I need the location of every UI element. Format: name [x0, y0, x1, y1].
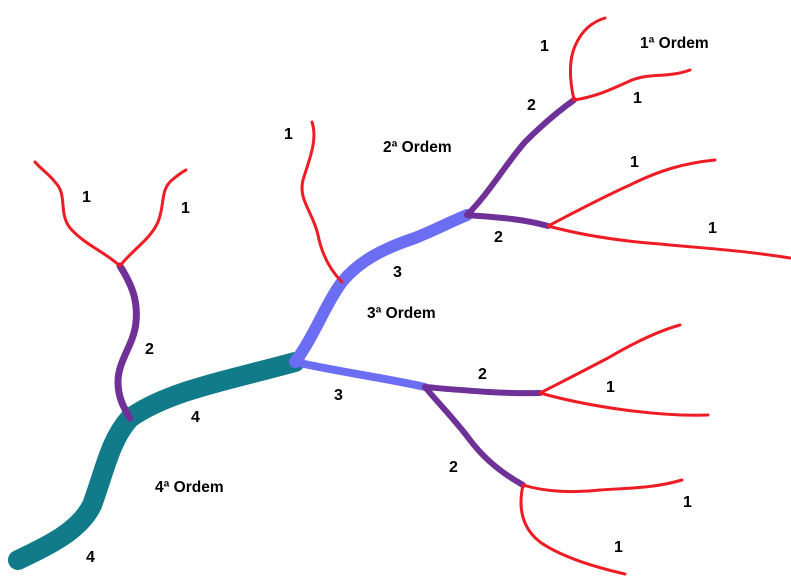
stream-number-label: 4 [86, 549, 95, 566]
order-1-stream [118, 168, 188, 268]
order-3-caption: 3ª Ordem [367, 305, 436, 322]
stream-number-label: 1 [708, 220, 717, 237]
order-1-stream [519, 483, 627, 576]
order-1-stream [521, 478, 684, 494]
stream-number-label: 2 [494, 229, 503, 246]
order-2-streams [114, 97, 577, 488]
order-1-stream [546, 224, 791, 260]
stream-number-labels: 1 1 1 1 1 1 1 1 1 1 2 2 2 2 2 3 3 4 4 [82, 38, 717, 566]
stream-number-label: 2 [449, 459, 458, 476]
order-4-caption: 4ª Ordem [155, 479, 224, 496]
order-2-left-channel [114, 262, 140, 422]
stream-number-label: 4 [191, 409, 200, 426]
order-1-stream [572, 68, 692, 102]
stream-number-label: 3 [334, 387, 343, 404]
stream-number-label: 1 [614, 539, 623, 556]
order-2-bottom-channel [422, 384, 526, 488]
stream-number-label: 1 [630, 154, 639, 171]
order-1-stream [538, 391, 710, 417]
order-caption-labels: 1ª Ordem 2ª Ordem 3ª Ordem 4ª Ordem [155, 35, 709, 496]
order-1-caption: 1ª Ordem [640, 35, 709, 52]
order-1-streams [33, 16, 791, 576]
stream-number-label: 2 [527, 97, 536, 114]
order-2-upper-right-channel [464, 97, 577, 218]
stream-number-label: 1 [606, 379, 615, 396]
order-3-upper-channel [289, 209, 473, 368]
order-1-stream [538, 323, 682, 395]
order-1-stream [33, 160, 122, 268]
order-4-main-channel [8, 352, 305, 570]
order-1-stream [300, 120, 344, 284]
stream-number-label: 1 [683, 494, 692, 511]
order-4-streams [8, 352, 305, 570]
order-2-caption: 2ª Ordem [383, 139, 452, 156]
stream-number-label: 1 [181, 200, 190, 217]
order-3-lower-channel [291, 358, 429, 391]
stream-number-label: 1 [284, 126, 293, 143]
order-1-stream [546, 158, 717, 228]
order-2-middle-right-channel [464, 212, 551, 229]
stream-number-label: 1 [82, 189, 91, 206]
stream-number-label: 2 [478, 366, 487, 383]
order-3-streams [289, 209, 473, 391]
stream-number-label: 2 [145, 341, 154, 358]
stream-number-label: 3 [393, 264, 402, 281]
order-2-lower-right-channel [422, 384, 543, 397]
stream-number-label: 1 [540, 38, 549, 55]
stream-number-label: 1 [633, 90, 642, 107]
order-1-stream [568, 16, 607, 102]
